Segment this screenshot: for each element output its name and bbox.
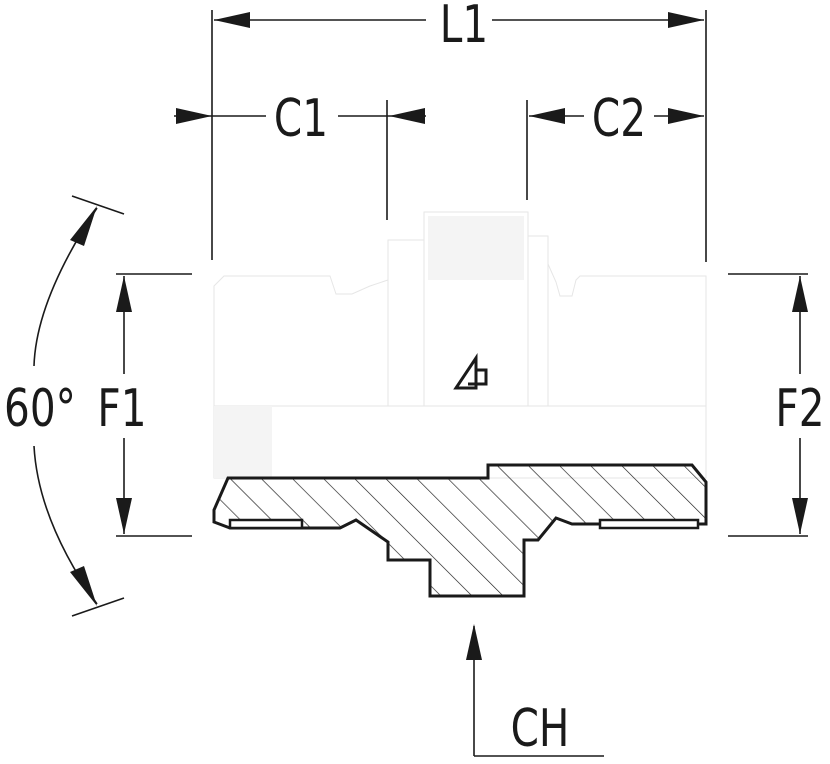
label-c2: C2 — [592, 88, 646, 148]
dimension-f2: F2 — [728, 273, 825, 537]
body-midband-step — [214, 406, 272, 478]
dimension-ch: CH — [466, 624, 604, 758]
label-l1: L1 — [440, 0, 488, 54]
dimension-f1: F1 — [97, 273, 192, 537]
right-seal-groove — [598, 518, 700, 530]
label-f1: F1 — [97, 378, 146, 438]
hex-nut-top-face — [428, 216, 524, 280]
fitting-body — [213, 211, 707, 479]
dimension-angle: 60° — [4, 195, 125, 617]
right-neck — [547, 263, 707, 407]
right-collar — [527, 235, 549, 407]
dimension-c2: C2 — [526, 88, 704, 200]
manufacturer-logo-icon — [453, 353, 488, 390]
label-angle: 60° — [4, 378, 76, 438]
label-c1: C1 — [274, 88, 328, 148]
label-f2: F2 — [775, 378, 824, 438]
left-seal-groove — [228, 518, 304, 530]
dimension-l1: L1 — [211, 0, 707, 262]
collar — [387, 239, 425, 407]
label-ch: CH — [511, 698, 570, 758]
dimension-c1: C1 — [174, 88, 426, 220]
left-thread — [213, 275, 389, 407]
